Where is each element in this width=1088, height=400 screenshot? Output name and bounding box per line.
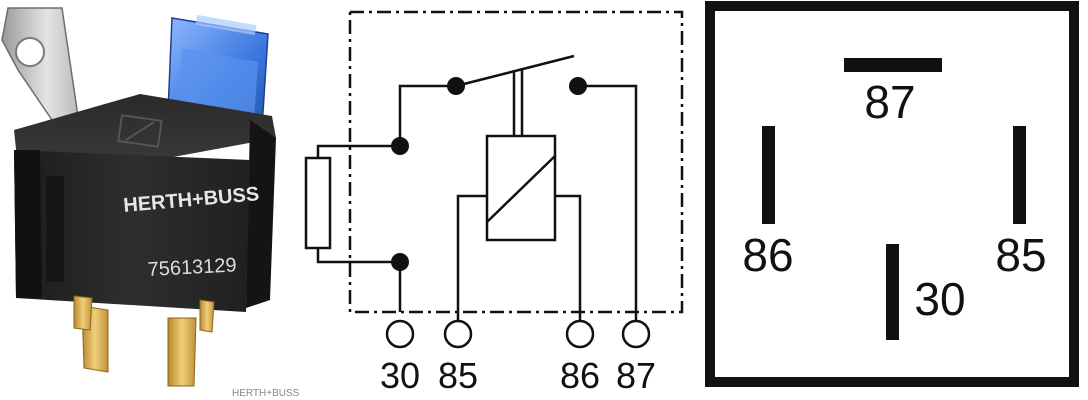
pin-terminals (385, 319, 651, 349)
pin-30-label: 30 (914, 273, 965, 325)
junction-dots (391, 77, 587, 271)
part-number-label: 75613129 (147, 254, 237, 281)
terminal-blades (73, 295, 215, 387)
relay-body-top (14, 94, 276, 168)
relay-symbol-emboss (117, 114, 163, 148)
relay-body-side (246, 120, 276, 308)
fuse (167, 14, 269, 129)
relay-body-end (14, 150, 42, 298)
enclosure-outline (348, 10, 684, 314)
pin-85-blade (1013, 126, 1026, 224)
schematic-pin-label: 86 (560, 355, 600, 396)
fuse-symbol (304, 156, 332, 250)
pin-30-blade (886, 244, 899, 340)
relay-body-front (14, 150, 250, 312)
schematic-diagram: 30 85 86 87 (304, 10, 684, 396)
watermark: HERTH+BUSS (232, 388, 300, 399)
pin-86-blade (762, 126, 775, 224)
schematic-pin-label: 87 (616, 355, 656, 396)
schematic-pin-label: 85 (438, 355, 478, 396)
pin-85-label: 85 (995, 229, 1046, 281)
relay-schematic: 30 85 86 87 (300, 0, 700, 400)
wiring (316, 54, 638, 320)
pin-87-blade (844, 58, 942, 72)
relay-photo: HERTH+BUSS 75613129 HERTH+BUSS (0, 0, 300, 400)
relay-pinout: 87 86 85 30 (700, 0, 1088, 400)
pin-87-label: 87 (864, 76, 915, 128)
pinout-diagram: 87 86 85 30 (705, 1, 1079, 387)
relay-recess (46, 176, 64, 282)
pin-86-label: 86 (742, 229, 793, 281)
relay-photo-illustration: HERTH+BUSS 75613129 HERTH+BUSS (1, 7, 300, 399)
schematic-pin-label: 30 (380, 355, 420, 396)
